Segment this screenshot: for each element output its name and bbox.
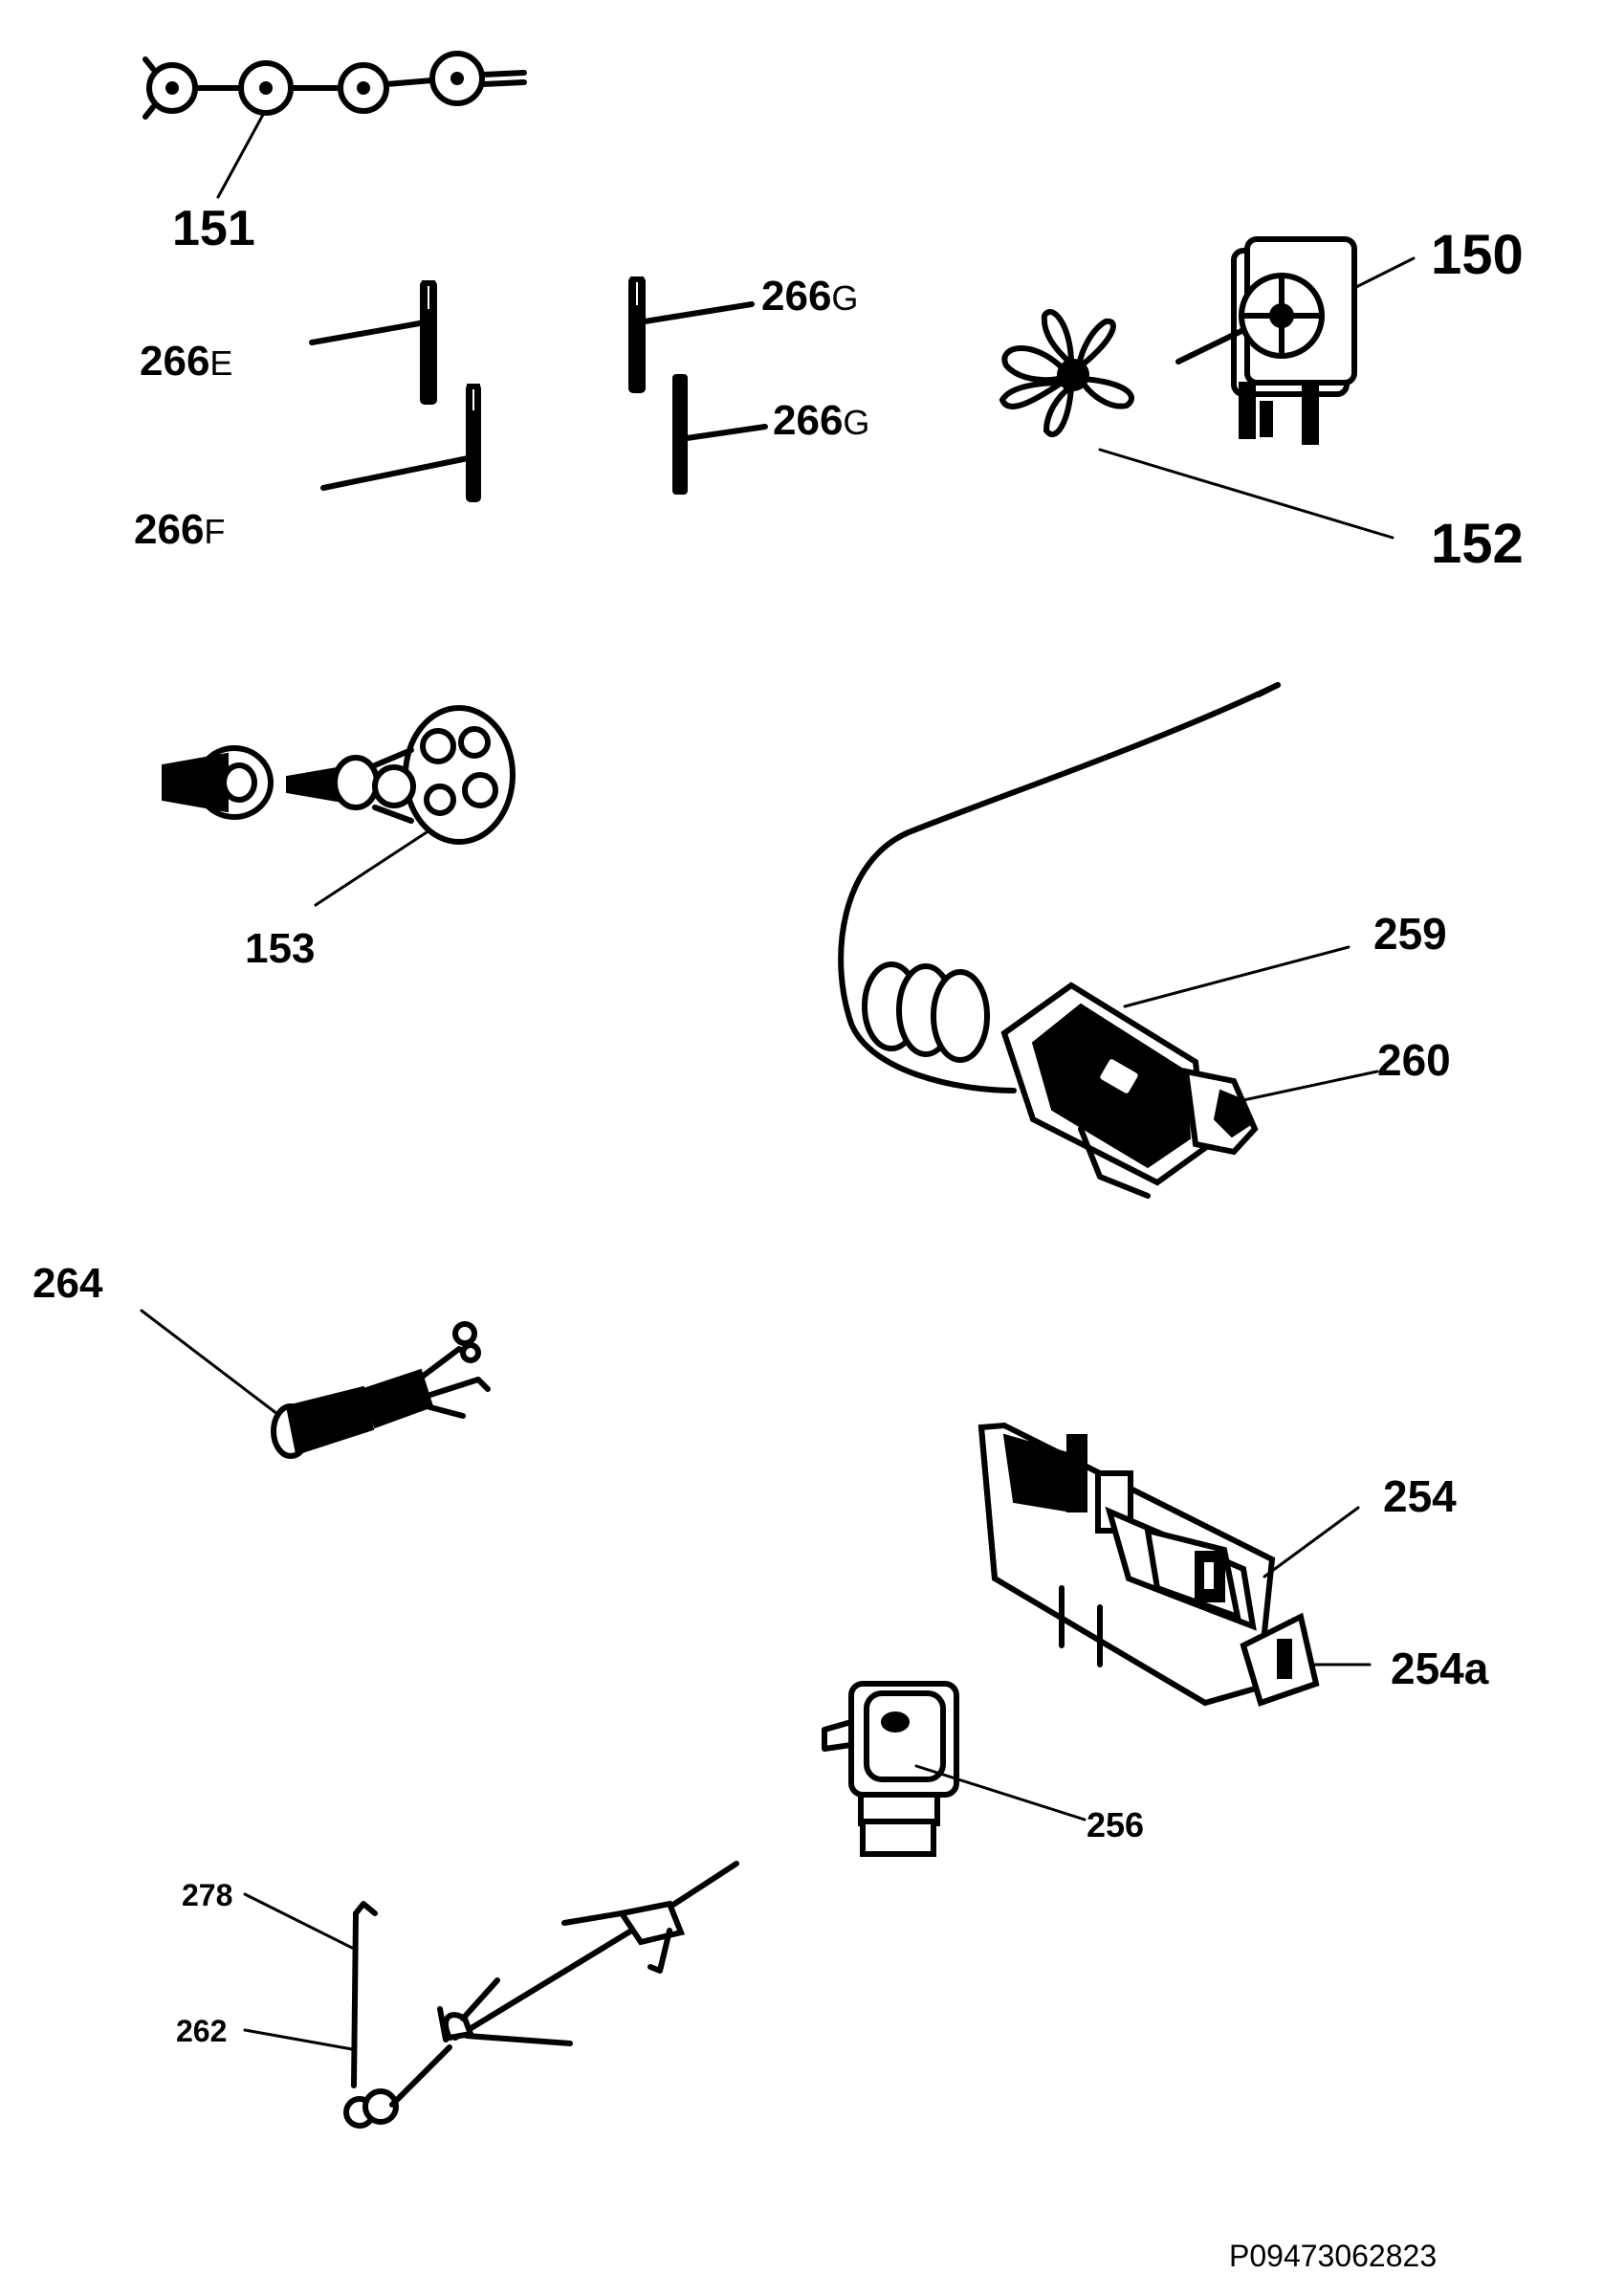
part-254a-bracket — [1240, 1612, 1320, 1707]
leader-260 — [1241, 1070, 1379, 1102]
part-151-connector-chain — [143, 51, 527, 120]
leader-259 — [1123, 945, 1350, 1008]
callout-266G-upper: 266G — [761, 273, 858, 320]
leader-151 — [216, 111, 266, 199]
part-260-knob-spindle — [1182, 1068, 1259, 1156]
leader-254 — [1263, 1506, 1360, 1578]
part-152-fan-blade — [999, 309, 1134, 437]
callout-254a: 254a — [1391, 1644, 1489, 1693]
leader-256 — [914, 1764, 1087, 1821]
callout-151: 151 — [172, 201, 255, 256]
leader-153 — [314, 830, 428, 907]
callout-266E: 266E — [140, 338, 232, 385]
callout-150: 150 — [1431, 224, 1524, 286]
part-266E-pin — [309, 280, 437, 405]
callout-264: 264 — [33, 1260, 103, 1307]
leader-264 — [140, 1309, 279, 1416]
part-256-switch — [822, 1681, 959, 1857]
leader-152 — [1098, 448, 1394, 540]
callout-266G-lower: 266G — [773, 397, 869, 444]
callout-260: 260 — [1377, 1035, 1451, 1085]
part-266G1-pin — [628, 276, 755, 393]
callout-278: 278 — [182, 1878, 232, 1912]
leader-150 — [1354, 256, 1416, 289]
part-153-lamp-holder — [162, 705, 516, 845]
part-278-electrode — [343, 1861, 739, 2129]
callout-153: 153 — [245, 925, 315, 972]
part-266G2-pin — [672, 374, 768, 495]
part-150-fan-motor — [1175, 236, 1357, 445]
leader-262 — [243, 2028, 354, 2051]
leader-278 — [243, 1892, 354, 1950]
document-id: P09473062823 — [1229, 2239, 1438, 2273]
part-266F-pin — [320, 384, 481, 502]
part-254-spark-generator — [977, 1422, 1276, 1707]
callout-259: 259 — [1373, 909, 1447, 959]
callout-152: 152 — [1431, 513, 1524, 575]
callout-256: 256 — [1087, 1805, 1144, 1844]
callout-262: 262 — [176, 2014, 227, 2048]
part-264-lamp-connector — [271, 1321, 491, 1459]
callout-254: 254 — [1383, 1471, 1457, 1521]
callout-266F: 266F — [134, 506, 225, 553]
